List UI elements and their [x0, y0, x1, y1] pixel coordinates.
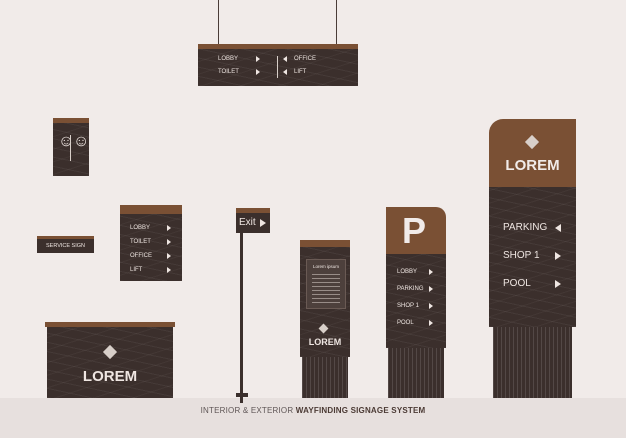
restroom-divider	[70, 135, 71, 161]
exit-sign: Exit	[236, 208, 270, 403]
tall-totem: LOREM PARKING SHOP 1 POOL	[489, 119, 576, 398]
arrow-right-icon	[167, 239, 171, 245]
arrow-right-icon	[167, 253, 171, 259]
wall-item-3: OFFICE	[130, 253, 152, 259]
exit-sign-panel: Exit	[236, 213, 270, 233]
hanging-wire-left	[218, 0, 219, 44]
parking-item-4: POOL	[397, 320, 414, 326]
arrow-right-icon	[260, 219, 266, 227]
restroom-sign: ☺ ☺	[53, 118, 89, 176]
hanging-sign-cap	[198, 44, 358, 49]
service-sign-panel: SERVICE SIGN	[37, 239, 94, 253]
hanging-sign-panel: LOBBY TOILET OFFICE LIFT	[198, 49, 358, 86]
tall-item-2: SHOP 1	[503, 250, 540, 261]
floor	[0, 398, 626, 438]
wall-sign-cap	[120, 205, 182, 214]
desk-top	[45, 322, 175, 327]
exit-pole-base	[236, 393, 248, 397]
kiosk-title: Lorem ipsum	[312, 264, 339, 269]
man-icon: ☺	[58, 133, 75, 150]
arrow-left-icon	[283, 56, 287, 62]
hanging-item-1: LOBBY	[218, 56, 239, 62]
tall-totem-base	[493, 327, 572, 398]
arrow-right-icon	[555, 280, 561, 288]
arrow-right-icon	[555, 252, 561, 260]
parking-letter: P	[402, 210, 427, 251]
arrow-left-icon	[555, 224, 561, 232]
brand-diamond-icon	[318, 323, 329, 334]
parking-totem-top: P	[386, 207, 446, 254]
wall-item-2: TOILET	[130, 239, 151, 245]
arrow-right-icon	[429, 303, 433, 309]
kiosk-cap	[300, 240, 350, 247]
wall-item-1: LOBBY	[130, 225, 151, 231]
hanging-wire-right	[336, 0, 337, 44]
kiosk-screen: Lorem ipsum	[306, 259, 346, 309]
caption: INTERIOR & EXTERIOR WAYFINDING SIGNAGE S…	[0, 406, 626, 415]
restroom-sign-panel: ☺ ☺	[53, 123, 89, 176]
wall-sign-panel: LOBBY TOILET OFFICE LIFT	[120, 214, 182, 281]
caption-emphasis: WAYFINDING SIGNAGE SYSTEM	[295, 406, 426, 415]
arrow-left-icon	[283, 69, 287, 75]
parking-totem-panel: LOBBY PARKING SHOP 1 POOL	[386, 254, 446, 348]
parking-item-2: PARKING	[397, 286, 424, 292]
desk-front: LOREM	[47, 327, 173, 398]
tall-item-1: PARKING	[503, 222, 548, 233]
woman-icon: ☺	[73, 133, 90, 150]
kiosk-panel: Lorem ipsum LOREM	[300, 247, 350, 357]
brand-diamond-icon	[102, 344, 118, 360]
restroom-sign-cap	[53, 118, 89, 123]
parking-totem-base	[388, 348, 444, 398]
hanging-item-2: TOILET	[218, 69, 239, 75]
service-sign-label: SERVICE SIGN	[45, 243, 86, 249]
arrow-right-icon	[256, 56, 260, 62]
arrow-right-icon	[256, 69, 260, 75]
parking-totem: P LOBBY PARKING SHOP 1 POOL	[386, 207, 446, 398]
hanging-item-3: OFFICE	[294, 56, 316, 62]
desk-brand: LOREM	[82, 368, 138, 385]
parking-item-3: SHOP 1	[397, 303, 419, 309]
kiosk: Lorem ipsum LOREM	[300, 240, 350, 398]
hanging-divider	[277, 56, 278, 78]
parking-item-1: LOBBY	[397, 269, 418, 275]
exit-sign-cap	[236, 208, 270, 213]
tall-totem-top: LOREM	[489, 119, 576, 187]
exit-label: Exit	[239, 217, 256, 228]
tall-totem-brand: LOREM	[505, 157, 560, 174]
caption-prefix: INTERIOR & EXTERIOR	[200, 406, 294, 415]
wall-item-4: LIFT	[130, 267, 143, 273]
kiosk-base	[302, 357, 348, 398]
kiosk-brand: LOREM	[308, 337, 342, 347]
reception-desk: LOREM	[45, 322, 175, 398]
arrow-right-icon	[167, 267, 171, 273]
service-sign: SERVICE SIGN	[37, 236, 94, 253]
arrow-right-icon	[167, 225, 171, 231]
wall-directory-sign: LOBBY TOILET OFFICE LIFT	[120, 205, 182, 281]
arrow-right-icon	[429, 320, 433, 326]
hanging-item-4: LIFT	[294, 69, 307, 75]
exit-pole	[240, 233, 243, 403]
kiosk-text-lines	[312, 274, 340, 304]
service-sign-cap	[37, 236, 94, 239]
hanging-sign: LOBBY TOILET OFFICE LIFT	[198, 0, 358, 88]
tall-item-3: POOL	[503, 278, 531, 289]
tall-totem-panel: PARKING SHOP 1 POOL	[489, 187, 576, 327]
arrow-right-icon	[429, 286, 433, 292]
arrow-right-icon	[429, 269, 433, 275]
brand-diamond-icon	[524, 134, 540, 150]
